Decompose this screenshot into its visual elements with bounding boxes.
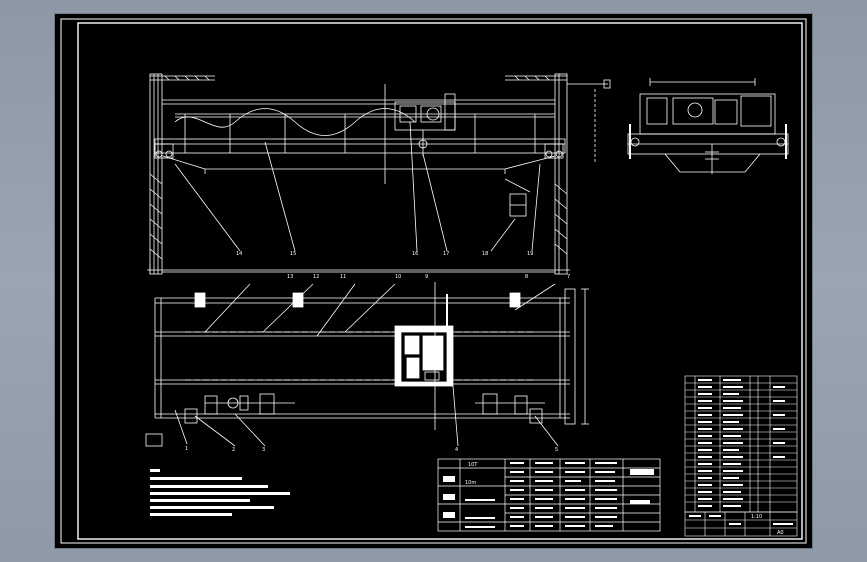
- part-label: 5: [555, 447, 558, 453]
- part-label: 10: [395, 274, 401, 280]
- part-label: 13: [287, 274, 293, 280]
- part-labels: 14 15 16 17 18 19 13 12 11 10 9 8 7 1 2 …: [185, 251, 570, 453]
- plan-view: [145, 282, 589, 447]
- part-label: 17: [443, 251, 449, 257]
- part-label: 9: [425, 274, 428, 280]
- spec-table-row-label: 10m: [465, 480, 476, 486]
- front-elevation-view: [147, 73, 611, 275]
- parts-list: [684, 375, 798, 513]
- spec-table: [437, 458, 661, 532]
- part-label: 11: [340, 274, 346, 280]
- part-label: 12: [313, 274, 319, 280]
- part-label: 1: [185, 446, 188, 452]
- part-label: 3: [262, 447, 265, 453]
- cad-viewport[interactable]: 14 15 16 17 18 19 13 12 11 10 9 8 7 1 2 …: [55, 14, 812, 548]
- outer-sheet-border: [60, 18, 807, 544]
- part-label: 16: [412, 251, 418, 257]
- spec-table-row-label: 10T: [468, 462, 478, 468]
- part-label: 19: [527, 251, 533, 257]
- part-label: 15: [290, 251, 296, 257]
- title-block-text: [689, 515, 793, 525]
- crane-drawing: 14 15 16 17 18 19 13 12 11 10 9 8 7 1 2 …: [60, 18, 807, 544]
- part-label: 8: [525, 274, 528, 280]
- parts-list-text: [698, 379, 785, 507]
- part-label: 7: [567, 274, 570, 280]
- spec-table-text: [443, 462, 654, 528]
- title-block-scale: 1:10: [751, 514, 762, 520]
- inner-sheet-border: [77, 22, 803, 540]
- part-label: 14: [236, 251, 242, 257]
- side-elevation-view: [627, 78, 789, 174]
- part-label: 2: [232, 447, 235, 453]
- part-label: 4: [455, 447, 458, 453]
- title-block: [684, 511, 798, 537]
- technical-notes: [150, 469, 290, 516]
- title-block-sheet: A0: [777, 530, 784, 536]
- part-label: 18: [482, 251, 488, 257]
